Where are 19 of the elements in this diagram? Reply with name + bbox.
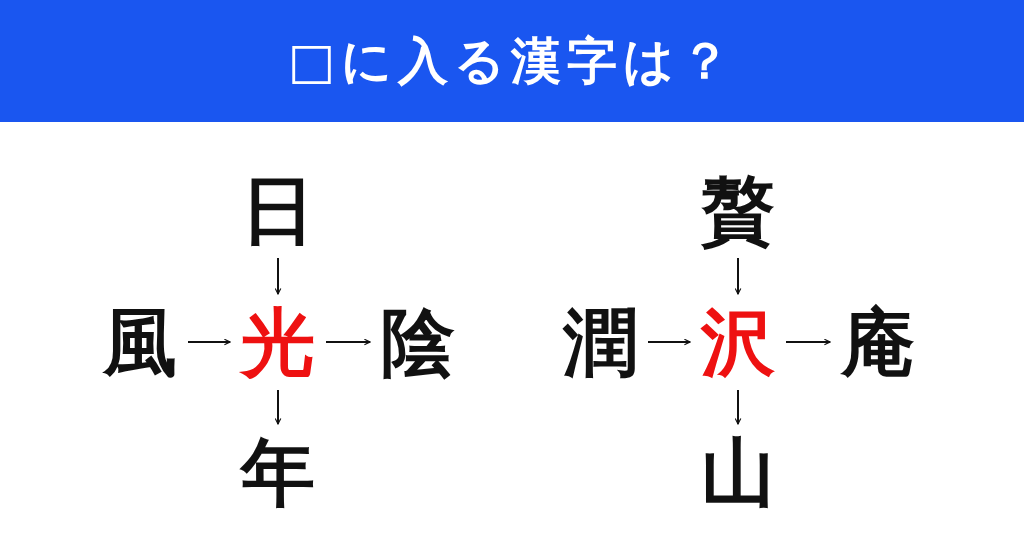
arrow (785, 338, 831, 346)
kanji-character: 陰 (378, 302, 458, 382)
arrow (274, 389, 282, 425)
arrow (187, 338, 231, 346)
arrow (647, 338, 691, 346)
kanji-character: 潤 (560, 302, 640, 382)
kanji-character: 庵 (838, 302, 918, 382)
kanji-character: 贅 (698, 170, 778, 250)
arrow (734, 257, 742, 295)
answer-character: 沢 (698, 302, 778, 382)
kanji-character: 山 (698, 432, 778, 512)
kanji-character: 年 (238, 432, 318, 512)
answer-character: 光 (238, 302, 318, 382)
title: □に入る漢字は？ (287, 30, 737, 92)
arrow (734, 389, 742, 425)
arrow (274, 257, 282, 295)
arrow (325, 338, 371, 346)
kanji-character: 日 (238, 170, 318, 250)
kanji-character: 風 (100, 302, 180, 382)
